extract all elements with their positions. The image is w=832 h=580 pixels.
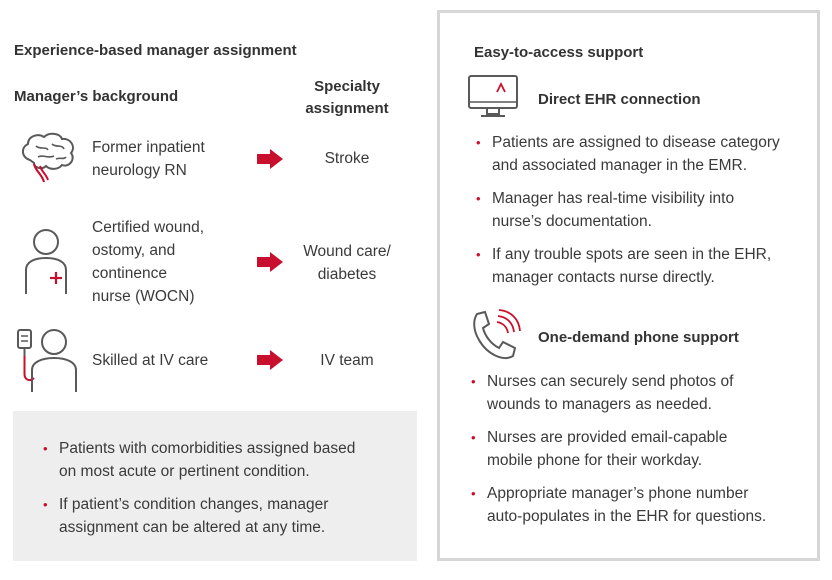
row1-specialty-line1: Stroke xyxy=(324,150,370,167)
right-title: Easy-to-access support xyxy=(474,44,644,61)
phone-bullet1-line2: wounds to managers as needed. xyxy=(487,396,712,413)
notes-list: Patients with comorbidities assigned bas… xyxy=(43,437,403,549)
row2-background: Certified wound, ostomy, and continence … xyxy=(92,216,204,308)
phone-bullet2-line2: mobile phone for their workday. xyxy=(487,452,703,469)
ehr-bullet2-line2: nurse’s documentation. xyxy=(492,213,652,230)
row2-background-line3: continence xyxy=(92,265,167,282)
row2-background-line4: nurse (WOCN) xyxy=(92,288,195,305)
row3-arrow-icon xyxy=(257,350,283,370)
iv-nurse-icon xyxy=(16,326,80,396)
note1-line1: Patients with comorbidities assigned bas… xyxy=(59,440,356,457)
col-header-specialty-line1: Specialty xyxy=(314,78,380,95)
phone-bullet3-line2: auto-populates in the EHR for questions. xyxy=(487,508,767,525)
phone-heading: One-demand phone support xyxy=(538,329,739,346)
note2-line1: If patient’s condition changes, manager xyxy=(59,496,329,513)
brain-icon xyxy=(16,130,80,186)
row3-specialty-line1: IV team xyxy=(320,352,374,369)
note-item: Patients with comorbidities assigned bas… xyxy=(43,437,403,483)
row3-specialty: IV team xyxy=(280,349,414,372)
row3-background-line1: Skilled at IV care xyxy=(92,352,209,369)
col-header-background: Manager’s background xyxy=(14,88,179,105)
row1-background-line2: neurology RN xyxy=(92,162,187,179)
left-title: Experience-based manager assignment xyxy=(14,42,297,59)
col-header-specialty: Specialty assignment xyxy=(280,76,414,120)
ehr-bullet3-line2: manager contacts nurse directly. xyxy=(492,269,715,286)
phone-bullet3-line1: Appropriate manager’s phone number xyxy=(487,485,749,502)
ehr-bullet3-line1: If any trouble spots are seen in the EHR… xyxy=(492,246,772,263)
nurse-icon xyxy=(20,228,76,298)
phone-bullet2-line1: Nurses are provided email-capable xyxy=(487,429,728,446)
col-header-specialty-line2: assignment xyxy=(305,100,389,117)
row2-specialty: Wound care/ diabetes xyxy=(280,240,414,286)
phone-bullet: Nurses can securely send photos of wound… xyxy=(471,370,811,416)
row2-background-line2: ostomy, and xyxy=(92,242,176,259)
ehr-bullet1-line1: Patients are assigned to disease categor… xyxy=(492,134,780,151)
ehr-bullets: Patients are assigned to disease categor… xyxy=(476,131,806,299)
notes-box: Patients with comorbidities assigned bas… xyxy=(13,411,417,561)
row1-specialty: Stroke xyxy=(280,147,414,170)
phone-bullet: Nurses are provided email-capable mobile… xyxy=(471,426,811,472)
phone-bullet1-line1: Nurses can securely send photos of xyxy=(487,373,734,390)
phone-bullets: Nurses can securely send photos of wound… xyxy=(471,370,811,538)
note1-line2: on most acute or pertinent condition. xyxy=(59,463,310,480)
ehr-bullet1-line2: and associated manager in the EMR. xyxy=(492,157,748,174)
row1-background-line1: Former inpatient xyxy=(92,139,205,156)
phone-bullet: Appropriate manager’s phone number auto-… xyxy=(471,482,811,528)
row2-specialty-line2: diabetes xyxy=(317,266,377,283)
note2-line2: assignment can be altered at any time. xyxy=(59,519,326,536)
phone-icon xyxy=(467,308,523,364)
monitor-icon xyxy=(467,74,523,120)
support-panel xyxy=(437,10,820,561)
ehr-heading: Direct EHR connection xyxy=(538,91,701,108)
note-item: If patient’s condition changes, manager … xyxy=(43,493,403,539)
row2-background-line1: Certified wound, xyxy=(92,219,205,236)
ehr-bullet2-line1: Manager has real-time visibility into xyxy=(492,190,735,207)
row3-background: Skilled at IV care xyxy=(92,349,208,372)
row1-arrow-icon xyxy=(257,149,283,169)
ehr-bullet: If any trouble spots are seen in the EHR… xyxy=(476,243,806,289)
row2-arrow-icon xyxy=(257,252,283,272)
row1-background: Former inpatient neurology RN xyxy=(92,136,205,182)
row2-specialty-line1: Wound care/ xyxy=(303,243,391,260)
ehr-bullet: Patients are assigned to disease categor… xyxy=(476,131,806,177)
ehr-bullet: Manager has real-time visibility into nu… xyxy=(476,187,806,233)
